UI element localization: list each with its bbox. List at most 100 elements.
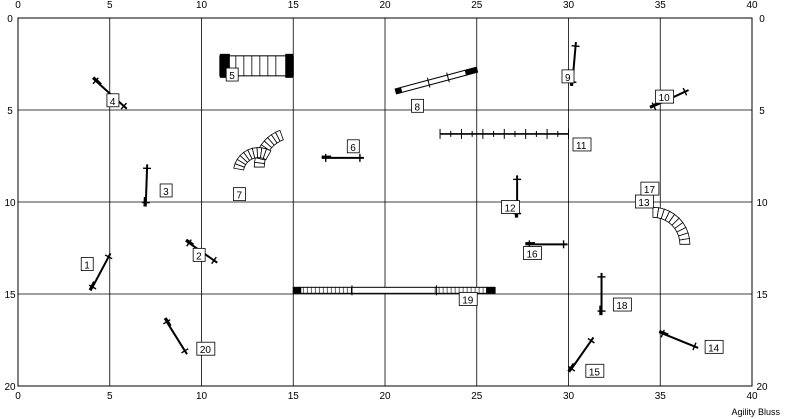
y-tick-label-left: 10 xyxy=(4,198,16,209)
obstacle-number-box xyxy=(458,292,478,306)
obstacle-number-10: 10 xyxy=(655,89,674,104)
obstacle-number-text: 17 xyxy=(644,185,656,196)
jump-obstacle xyxy=(88,252,113,292)
obstacle-number-7: 7 xyxy=(233,187,246,202)
y-tick-label-right: 15 xyxy=(756,290,768,301)
y-tick-label-left: 15 xyxy=(4,290,16,301)
obstacle-number-15: 15 xyxy=(585,363,605,378)
jump-obstacle xyxy=(597,272,606,316)
contact-zone xyxy=(395,87,403,94)
y-tick-label-right: 20 xyxy=(756,382,768,393)
x-tick-label-top: 10 xyxy=(196,0,208,11)
x-tick-label-bottom: 5 xyxy=(107,391,113,402)
obstacle-number-text: 15 xyxy=(589,367,601,378)
obstacle-number-5: 5 xyxy=(225,67,239,82)
x-tick-label-bottom: 10 xyxy=(196,391,208,402)
obstacle-number-18: 18 xyxy=(612,297,632,312)
tunnel-end xyxy=(285,53,294,78)
obstacle-number-box xyxy=(501,200,520,214)
plank-joint xyxy=(426,77,431,88)
y-tick-label-right: 5 xyxy=(759,106,765,117)
course-grid xyxy=(17,17,753,387)
x-tick-label-bottom: 35 xyxy=(655,391,667,402)
obstacle-number-12: 12 xyxy=(501,200,520,215)
tunnel-segment xyxy=(262,148,272,161)
jump-obstacle xyxy=(321,153,364,162)
obstacle-number-box xyxy=(411,98,424,113)
obstacle-number-box xyxy=(106,93,120,108)
jump-end xyxy=(185,238,195,246)
obstacle-number-text: 20 xyxy=(200,345,212,356)
x-tick-label-bottom: 30 xyxy=(563,391,575,402)
jump-wing xyxy=(571,45,580,48)
jump-obstacle xyxy=(141,164,152,207)
y-tick-label-left: 20 xyxy=(4,382,16,393)
y-tick-label-left: 5 xyxy=(7,106,13,117)
credit-label: Agility Bluss xyxy=(731,407,780,417)
obstacle-number-text: 14 xyxy=(708,343,720,354)
contact-zone xyxy=(293,287,302,294)
obstacle-number-box xyxy=(80,257,94,271)
obstacle-number-text: 6 xyxy=(350,143,356,154)
obstacle-number-text: 9 xyxy=(565,73,571,84)
obstacle-number-text: 11 xyxy=(576,141,587,152)
plank-joint xyxy=(446,72,450,83)
obstacle-number-box xyxy=(572,137,592,152)
obstacle-number-text: 12 xyxy=(504,204,516,215)
obstacle-number-text: 4 xyxy=(110,97,116,108)
tunnel-segment xyxy=(679,238,691,245)
obstacle-number-text: 18 xyxy=(616,301,628,312)
jump-obstacle xyxy=(658,329,699,351)
obstacle-number-box xyxy=(233,187,246,202)
dogwalk xyxy=(292,285,496,296)
obstacle-number-box xyxy=(192,247,206,262)
obstacle-number-3: 3 xyxy=(159,183,173,198)
obstacle-number-20: 20 xyxy=(196,341,216,356)
jump-end xyxy=(658,330,669,336)
obstacle-number-text: 16 xyxy=(526,250,538,261)
obstacle-number-text: 8 xyxy=(415,102,421,113)
y-tick-label-right: 10 xyxy=(756,198,768,209)
obstacle-number-text: 5 xyxy=(229,71,235,82)
x-tick-label-top: 0 xyxy=(15,0,21,11)
obstacle-number-text: 7 xyxy=(237,191,243,202)
contact-zone xyxy=(464,67,478,76)
x-tick-label-top: 25 xyxy=(471,0,483,11)
obstacle-number-box xyxy=(561,69,575,84)
x-tick-label-top: 15 xyxy=(288,0,300,11)
x-tick-label-top: 40 xyxy=(746,0,758,11)
y-tick-label-right: 0 xyxy=(759,14,765,25)
weave-poles xyxy=(439,128,569,139)
obstacle-number-box xyxy=(585,363,605,378)
obstacle-number-box xyxy=(523,246,542,260)
jump-end xyxy=(649,101,660,109)
obstacle-number-box xyxy=(655,89,674,104)
y-tick-label-left: 0 xyxy=(7,14,13,25)
obstacle-number-text: 2 xyxy=(196,251,202,262)
x-tick-label-top: 35 xyxy=(655,0,667,11)
obstacle-number-text: 10 xyxy=(659,93,671,104)
obstacle-number-4: 4 xyxy=(106,93,120,108)
x-tick-label-top: 30 xyxy=(563,0,575,11)
obstacle-number-box xyxy=(159,183,173,198)
x-tick-label-top: 5 xyxy=(107,0,113,11)
jump-wing xyxy=(104,254,113,260)
obstacle-number-box xyxy=(612,297,632,312)
obstacle-number-text: 19 xyxy=(462,296,474,307)
jump-wing xyxy=(181,348,189,354)
x-tick-label-top: 20 xyxy=(379,0,391,11)
dogwalk-diagonal xyxy=(394,66,479,95)
obstacle-number-box xyxy=(640,181,660,196)
jump-end xyxy=(164,317,172,327)
jump-end xyxy=(92,76,102,86)
obstacle-number-box xyxy=(225,67,239,82)
jump-wing xyxy=(587,337,595,344)
jump-wing xyxy=(682,87,688,96)
obstacle-number-16: 16 xyxy=(523,246,542,261)
obstacle-number-text: 3 xyxy=(163,187,169,198)
tunnel-curve xyxy=(652,206,691,245)
obstacle-number-6: 6 xyxy=(346,139,360,154)
x-tick-label-bottom: 40 xyxy=(746,391,758,402)
tunnel-end xyxy=(219,53,230,78)
